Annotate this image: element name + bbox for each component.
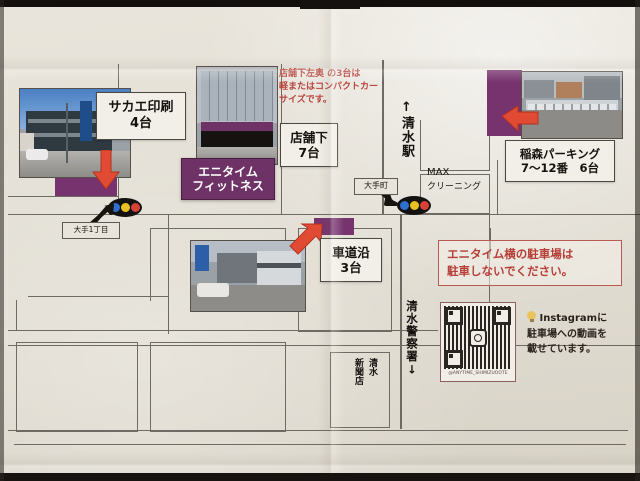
label-newspaper-shop-city: 清水 bbox=[366, 358, 379, 376]
photo-edge-left bbox=[0, 0, 4, 481]
red-up-left-arrow-icon bbox=[501, 105, 539, 133]
block-parcel bbox=[420, 120, 490, 171]
road-vertical-station bbox=[382, 60, 384, 215]
no-parking-line2: 駐車しないでください。 bbox=[447, 264, 574, 278]
road-horizontal-upper bbox=[8, 214, 640, 216]
no-parking-line1: エニタイム横の駐車場は bbox=[447, 246, 574, 261]
label-ote-1chome: 大手1丁目 bbox=[62, 222, 120, 239]
sign-anytime-line1: エニタイム bbox=[198, 164, 258, 179]
police-name: 清水警察署 bbox=[405, 300, 419, 363]
callout-sakae-count: 4台 bbox=[129, 116, 153, 131]
block-parcel bbox=[497, 160, 544, 214]
block-parcel bbox=[16, 342, 138, 432]
photo-inamori bbox=[521, 71, 623, 139]
lightbulb-icon bbox=[527, 311, 536, 322]
callout-shadou-count: 3台 bbox=[340, 260, 362, 275]
note-compact-car: 店舗下左奥 の3台は 軽またはコンパクトカー サイズです。 bbox=[279, 68, 387, 106]
note-instagram: Instagramに 駐車場への動画を 載せています。 bbox=[527, 311, 635, 358]
note-compact-line1: 店舗下左奥 の3台は bbox=[279, 69, 361, 79]
callout-tenpo-shita[interactable]: 店舗下 7台 bbox=[280, 123, 338, 167]
block-parcel bbox=[14, 444, 626, 467]
road-horizontal-bottom bbox=[8, 430, 628, 432]
ote1chome-text: 大手1丁目 bbox=[73, 225, 109, 235]
sign-anytime-line2: フィットネス bbox=[192, 179, 264, 193]
block-parcel bbox=[330, 352, 390, 428]
label-otemachi: 大手町 bbox=[354, 178, 398, 195]
callout-inamori-count: 7〜12番 6台 bbox=[520, 161, 599, 175]
block-parcel bbox=[16, 300, 137, 331]
max-cleaning-line1: MAX bbox=[427, 167, 450, 178]
road-horizontal-lower bbox=[8, 345, 640, 347]
red-up-right-arrow-icon bbox=[289, 223, 323, 255]
callout-shadou-title: 車道沿 bbox=[332, 244, 370, 260]
instagram-logo-icon bbox=[469, 328, 487, 347]
instagram-line1: Instagramに bbox=[539, 313, 608, 324]
block-parcel bbox=[150, 342, 286, 432]
instagram-qr-code[interactable]: @ANYTIME_SHIMIZUOOTE bbox=[440, 302, 516, 382]
road-horizontal-mid bbox=[8, 330, 438, 332]
police-arrow: ↓ bbox=[405, 362, 419, 378]
callout-tenpo-count: 7台 bbox=[298, 145, 320, 160]
parking-lot-shadou bbox=[314, 218, 354, 235]
photo-edge-right bbox=[635, 0, 640, 481]
traffic-signal-icon bbox=[108, 198, 142, 217]
block-parcel bbox=[28, 222, 169, 297]
callout-inamori[interactable]: 稲森パーキング 7〜12番 6台 bbox=[505, 140, 615, 182]
photo-edge-bottom bbox=[0, 473, 640, 481]
callout-sakae-title: サカエ印刷 bbox=[108, 100, 174, 116]
instagram-line2: 駐車場への動画を bbox=[527, 328, 607, 340]
block-parcel bbox=[420, 174, 490, 214]
photo-anytime bbox=[196, 66, 278, 165]
road-vertical-police bbox=[400, 214, 402, 429]
station-arrow: ↑ bbox=[399, 100, 414, 116]
newspaper-line2: 新聞店 bbox=[353, 358, 363, 385]
label-max-cleaning: MAX クリーニング bbox=[427, 166, 481, 194]
photo-corner-notch bbox=[300, 0, 360, 9]
traffic-signal-icon bbox=[397, 196, 431, 215]
callout-shadou[interactable]: 車道沿 3台 bbox=[320, 238, 382, 282]
newspaper-line1: 清水 bbox=[367, 358, 377, 376]
instagram-line3: 載せています。 bbox=[527, 344, 596, 355]
qr-pattern bbox=[444, 306, 512, 369]
label-shimizu-station: ↑清水駅 bbox=[397, 100, 416, 158]
callout-sakae[interactable]: サカエ印刷 4台 bbox=[96, 92, 186, 140]
qr-caption: @ANYTIME_SHIMIZUOOTE bbox=[448, 371, 508, 376]
sign-anytime-fitness[interactable]: エニタイム フィットネス bbox=[181, 158, 275, 200]
station-name: 清水駅 bbox=[399, 116, 414, 158]
label-shimizu-police: 清水警察署↓ bbox=[404, 300, 420, 378]
max-cleaning-line2: クリーニング bbox=[427, 181, 482, 192]
photo-shadou bbox=[190, 240, 306, 312]
road-horizontal-top bbox=[8, 196, 118, 198]
warning-no-parking: エニタイム横の駐車場は 駐車しないでください。 bbox=[438, 240, 622, 286]
instagram-line1-row: Instagramに bbox=[527, 311, 635, 327]
callout-inamori-title: 稲森パーキング bbox=[519, 146, 601, 161]
note-compact-line3: サイズです。 bbox=[279, 94, 332, 105]
callout-tenpo-title: 店舗下 bbox=[290, 129, 328, 145]
label-newspaper-shop: 新聞店 bbox=[352, 358, 365, 385]
red-down-arrow-icon bbox=[92, 150, 120, 190]
otemachi-text: 大手町 bbox=[364, 181, 388, 191]
note-compact-line2: 軽またはコンパクトカー bbox=[279, 81, 379, 92]
